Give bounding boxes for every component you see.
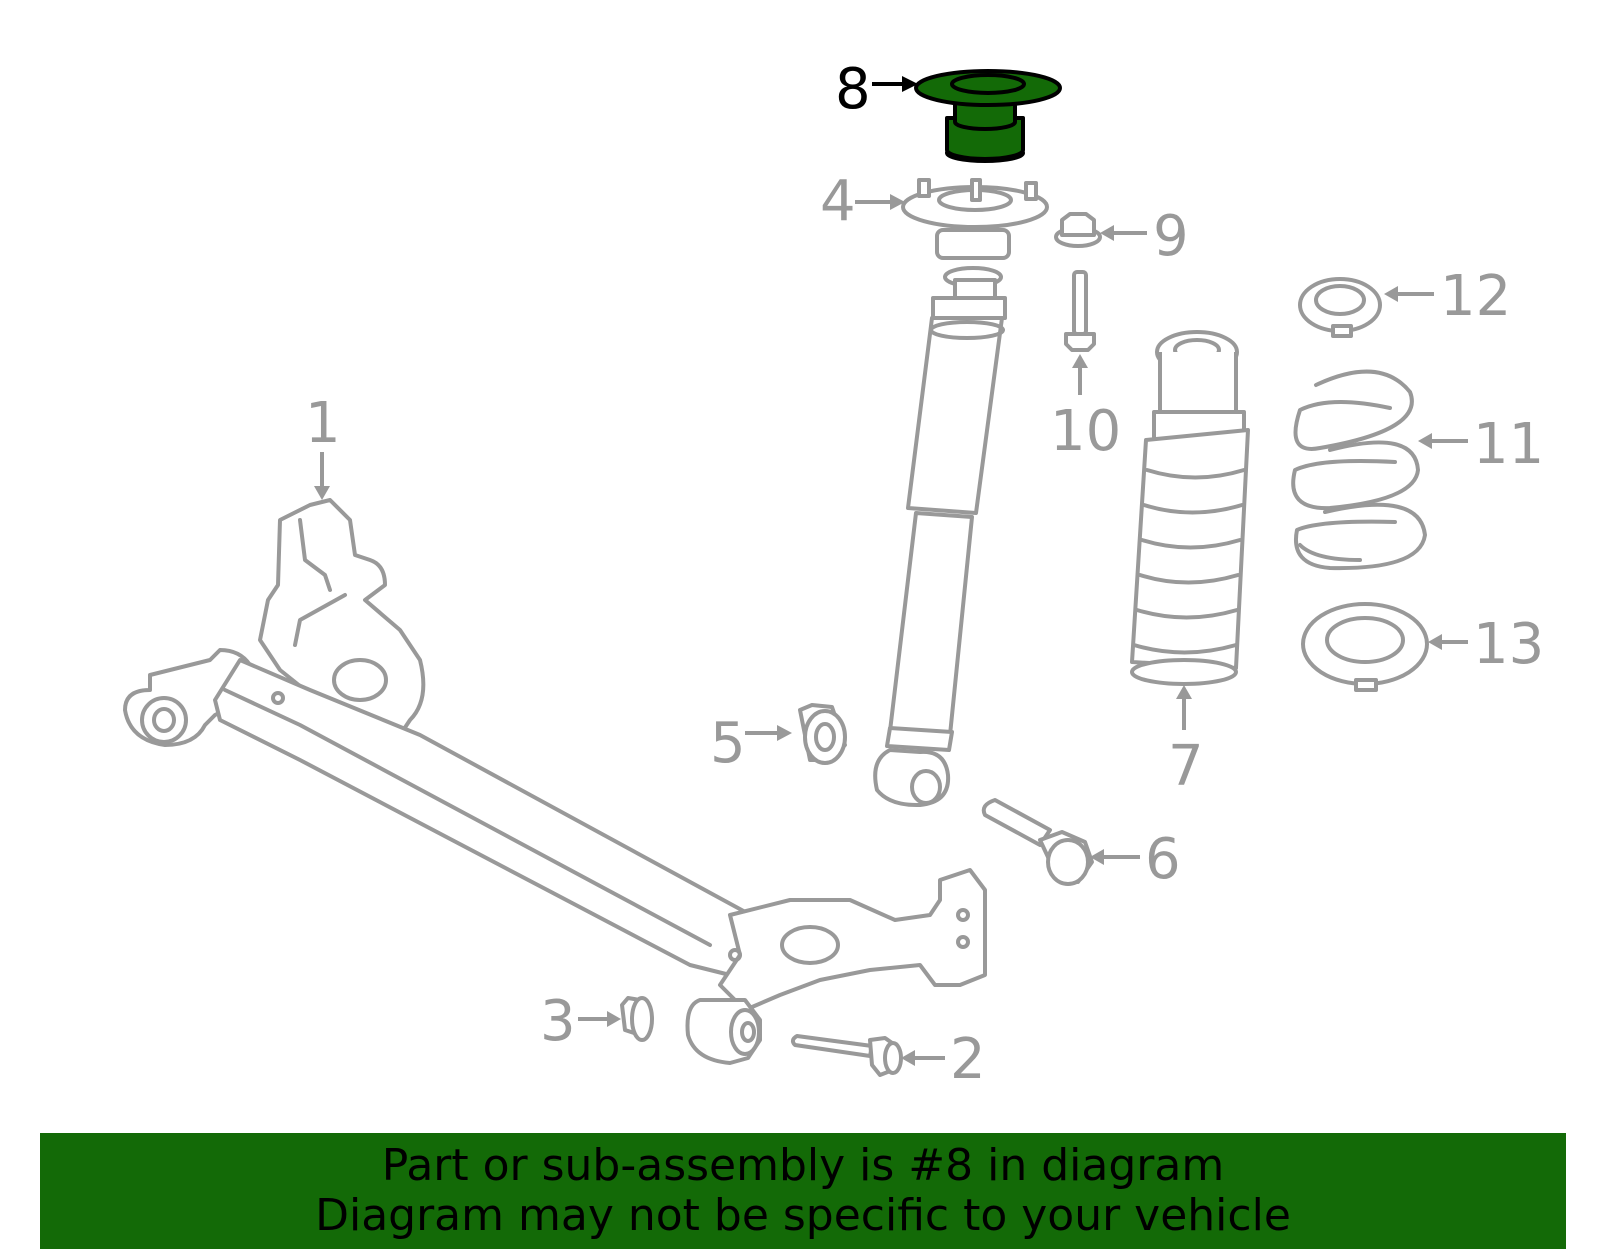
callout-3: 3: [540, 989, 621, 1054]
callout-7: 7: [1168, 685, 1204, 799]
svg-text:4: 4: [820, 169, 856, 234]
svg-text:5: 5: [710, 711, 746, 776]
callout-2: 2: [901, 1027, 986, 1092]
part-4-upper-mount[interactable]: [901, 178, 1049, 229]
part-13-lower-spring-seat[interactable]: [1301, 602, 1429, 692]
callout-13: 13: [1428, 612, 1544, 677]
part-6-bolt[interactable]: [981, 798, 1094, 886]
svg-text:3: 3: [540, 989, 576, 1054]
part-7-dust-boot[interactable]: [1130, 330, 1250, 686]
svg-text:2: 2: [950, 1027, 986, 1092]
banner-line-2: Diagram may not be specific to your vehi…: [315, 1190, 1291, 1241]
svg-text:10: 10: [1050, 399, 1121, 464]
part-8-strut-mount[interactable]: [914, 69, 1062, 163]
svg-text:8: 8: [835, 57, 871, 122]
callout-10: 10: [1050, 354, 1121, 464]
part-3-nut[interactable]: [620, 996, 654, 1042]
part-1-axle-beam[interactable]: [123, 498, 987, 1065]
callout-4: 4: [820, 169, 905, 234]
callout-1: 1: [305, 391, 341, 500]
part-9-nut[interactable]: [1054, 212, 1102, 248]
callout-9: 9: [1100, 204, 1189, 269]
callout-8: 8: [835, 57, 918, 122]
svg-text:9: 9: [1153, 204, 1189, 269]
svg-text:12: 12: [1440, 264, 1511, 329]
svg-text:6: 6: [1145, 827, 1181, 892]
part-10-bolt[interactable]: [1064, 270, 1096, 352]
svg-text:7: 7: [1168, 734, 1204, 799]
info-banner: Part or sub-assembly is #8 in diagram Di…: [40, 1133, 1566, 1249]
shock-absorber: [873, 228, 1011, 808]
part-12-upper-spring-seat[interactable]: [1298, 277, 1382, 338]
callout-11: 11: [1418, 412, 1544, 477]
banner-line-1: Part or sub-assembly is #8 in diagram: [381, 1140, 1225, 1191]
part-2-bolt[interactable]: [790, 1034, 903, 1077]
callout-6: 6: [1090, 827, 1181, 892]
part-5-bushing[interactable]: [798, 703, 847, 765]
parts-diagram: 8 4 9 10: [123, 57, 1544, 1092]
callout-5: 5: [710, 711, 792, 776]
svg-text:13: 13: [1473, 612, 1544, 677]
part-11-coil-spring[interactable]: [1291, 369, 1427, 571]
svg-text:1: 1: [305, 391, 341, 456]
svg-text:11: 11: [1473, 412, 1544, 477]
callout-12: 12: [1384, 264, 1511, 329]
